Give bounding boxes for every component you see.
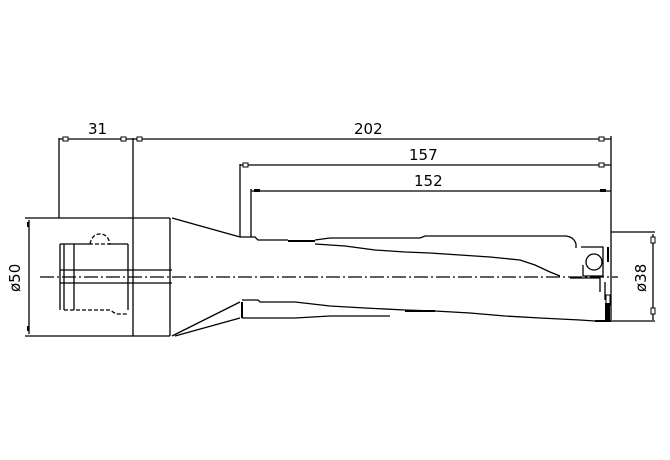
shank — [25, 217, 172, 337]
drill-body — [171, 217, 596, 337]
dimension-157-label: 157 — [409, 146, 438, 164]
insert-tip — [570, 231, 655, 322]
dimension-d38-label: ø38 — [632, 264, 650, 292]
dimension-d38: ø38 — [632, 234, 656, 320]
dimension-157: 157 — [239, 146, 611, 237]
dimension-152-label: 152 — [414, 172, 443, 190]
dimension-202: 202 — [132, 120, 612, 336]
dimension-152: 152 — [250, 172, 611, 237]
dimension-d50-label: ø50 — [6, 264, 24, 292]
dimension-31-label: 31 — [88, 120, 107, 138]
dimension-d50: ø50 — [6, 220, 30, 334]
dimension-31: 31 — [58, 120, 133, 218]
dimension-202-label: 202 — [354, 120, 383, 138]
